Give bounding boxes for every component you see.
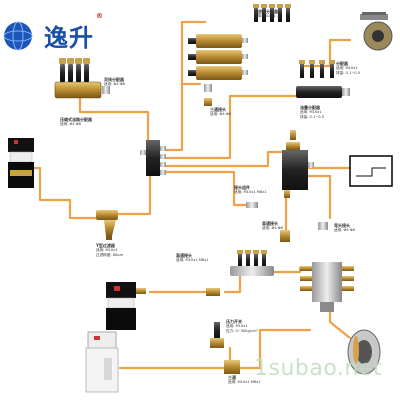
top-right-spec: 适用: M10x1 bbox=[336, 66, 358, 71]
label-joint-b: 弯头接头 适用: Φ4·Φ6 bbox=[334, 223, 355, 233]
tee-fitting bbox=[224, 360, 240, 374]
mid-right-range: 排量: 0.1~0.5 bbox=[300, 114, 324, 119]
top-dist-spec: 适用: M10x1 ... bbox=[254, 14, 281, 19]
pressure-gauge-title: 压力开关 bbox=[226, 319, 242, 324]
top-right-range: 排量: 0.1~0.5 bbox=[336, 70, 360, 75]
tee-spec: 适用: M10x1 M8x1 bbox=[228, 380, 261, 385]
oil-sump-box bbox=[349, 155, 393, 187]
top-dist-title: 递进式分配器 bbox=[254, 9, 278, 14]
cross-valve-title: 三通接头 bbox=[210, 107, 226, 112]
filter-precision: 过滤精度: 80μm bbox=[96, 252, 124, 257]
top-manifold-cluster bbox=[188, 4, 291, 106]
left-valve-title: 压缩式油路分配器 bbox=[60, 117, 92, 122]
label-lower-dist: 直通接头 适用: M10x1 M8x1 bbox=[176, 253, 209, 263]
right-lower-manifold bbox=[300, 262, 354, 312]
gear-icon bbox=[360, 12, 393, 51]
top-left-distributor bbox=[54, 58, 110, 99]
pressure-switch bbox=[210, 322, 224, 348]
joint-a-title: 直通接头 bbox=[262, 221, 278, 226]
cross-valve-spec: 适用: Φ4·Φ6 bbox=[210, 112, 231, 117]
top-right-distributor bbox=[296, 60, 350, 98]
brand-logo bbox=[3, 21, 33, 51]
lower-distributor bbox=[206, 250, 274, 296]
mid-right-title: 油量分配器 bbox=[300, 105, 320, 110]
joint-a bbox=[246, 202, 258, 208]
mid-right-spec: 适用: M10x1 bbox=[300, 110, 322, 115]
label-top-dist: 递进式分配器 适用: M10x1 ... bbox=[254, 9, 281, 19]
bottom-oil-pump bbox=[85, 331, 119, 393]
left-oil-pump bbox=[8, 138, 34, 188]
label-filter: Y型过滤器 适用: M10x1 过滤精度: 80μm bbox=[96, 243, 124, 257]
logo-globe-icon bbox=[4, 22, 32, 50]
left-valve-spec: 适用: Φ4·Φ6 bbox=[60, 122, 81, 127]
lower-dist-title: 直通接头 bbox=[176, 253, 192, 258]
brand-name: 逸升 bbox=[44, 24, 94, 52]
center-distributor-block bbox=[140, 140, 166, 176]
joint-b bbox=[280, 222, 328, 242]
lower-oil-pump bbox=[106, 282, 146, 330]
cross-distributor bbox=[282, 130, 314, 198]
pressure-dist-title: 双线分配器 bbox=[104, 77, 124, 82]
label-left-valve: 压缩式油路分配器 适用: Φ4·Φ6 bbox=[60, 117, 92, 127]
bearing-icon bbox=[347, 329, 381, 375]
connector-mid-spec: 适用: M10x1 M8x1 bbox=[234, 190, 267, 195]
watermark: 1subao.net bbox=[254, 356, 383, 381]
joint-a-spec: 适用: Φ4·Φ6 bbox=[262, 226, 283, 231]
filter-spec: 适用: M10x1 bbox=[96, 248, 118, 253]
pressure-dist-spec: 适用: Φ4·Φ6 bbox=[104, 82, 125, 87]
label-connector-mid: 接头组件 适用: M10x1 M8x1 bbox=[234, 185, 267, 195]
joint-b-title: 弯头接头 bbox=[334, 223, 350, 228]
label-mid-right: 油量分配器 适用: M10x1 排量: 0.1~0.5 bbox=[300, 105, 324, 119]
label-pressure-gauge: 压力开关 适用: M10x1 压力: 0~30kg/cm² bbox=[226, 319, 258, 333]
brand-registered-mark: ® bbox=[96, 12, 103, 20]
label-top-right: 分配器 适用: M10x1 排量: 0.1~0.5 bbox=[336, 61, 360, 75]
pressure-gauge-range: 压力: 0~30kg/cm² bbox=[226, 328, 258, 333]
label-pressure-dist: 双线分配器 适用: Φ4·Φ6 bbox=[104, 77, 125, 87]
y-filter bbox=[96, 210, 118, 240]
brand: 逸升 ® bbox=[4, 12, 114, 52]
label-tee: 三通 适用: M10x1 M8x1 bbox=[228, 375, 261, 385]
label-joint-a: 直通接头 适用: Φ4·Φ6 bbox=[262, 221, 283, 231]
label-cross-valve: 三通接头 适用: Φ4·Φ6 bbox=[210, 107, 231, 117]
connector-mid-title: 接头组件 bbox=[234, 185, 250, 190]
filter-title: Y型过滤器 bbox=[96, 243, 115, 248]
pressure-gauge-spec: 适用: M10x1 bbox=[226, 324, 248, 329]
top-right-title: 分配器 bbox=[336, 61, 348, 66]
lower-dist-spec: 适用: M10x1 M8x1 bbox=[176, 258, 209, 263]
tee-title: 三通 bbox=[228, 375, 236, 380]
joint-b-spec: 适用: Φ4·Φ6 bbox=[334, 228, 355, 233]
